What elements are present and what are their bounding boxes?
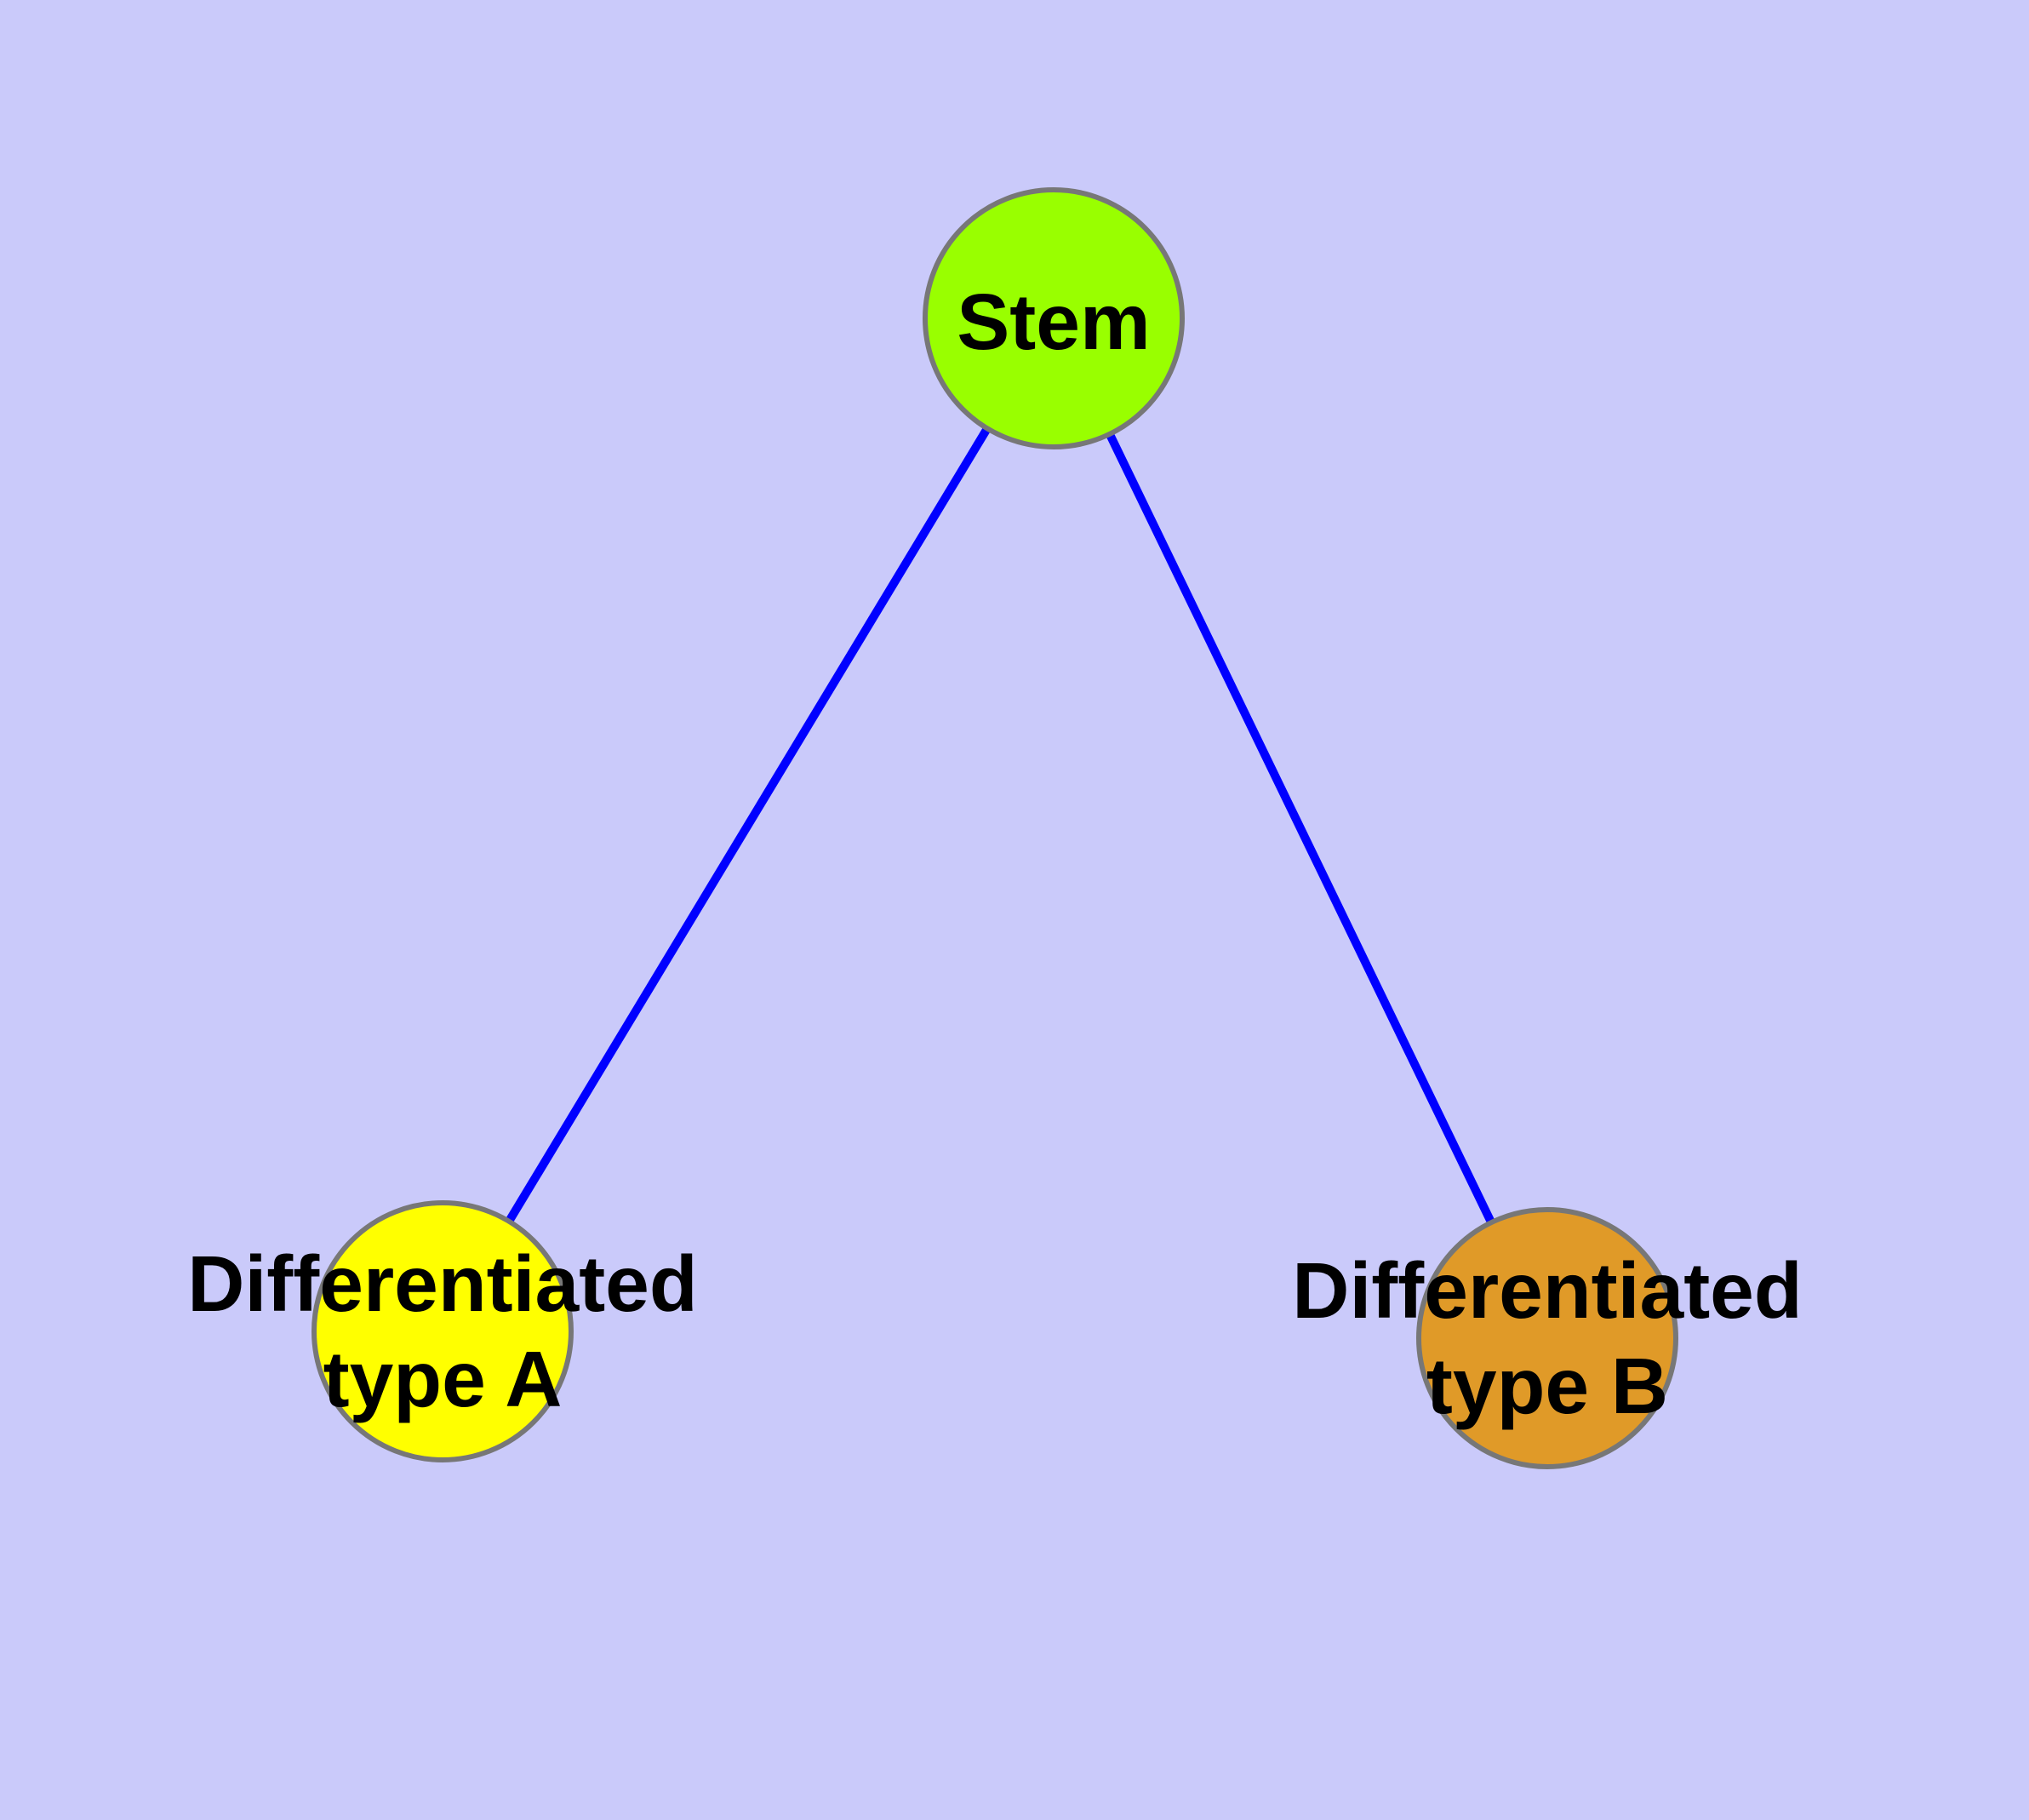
node-label-differentiated-type-b-line2: type B bbox=[1426, 1342, 1668, 1430]
edge-stem-to-differentiated-type-b bbox=[1049, 316, 1552, 1341]
node-label-stem: Stem bbox=[957, 278, 1150, 366]
node-label-differentiated-type-a-line1: Differentiated bbox=[187, 1239, 697, 1328]
node-differentiated-type-b bbox=[1416, 1207, 1678, 1469]
edge-stem-to-differentiated-type-a bbox=[438, 316, 1058, 1334]
node-stem bbox=[923, 187, 1185, 449]
node-label-differentiated-type-a-line2: type A bbox=[323, 1335, 563, 1423]
node-label-differentiated-type-b-line1: Differentiated bbox=[1292, 1246, 1802, 1335]
node-differentiated-type-a bbox=[311, 1200, 574, 1462]
